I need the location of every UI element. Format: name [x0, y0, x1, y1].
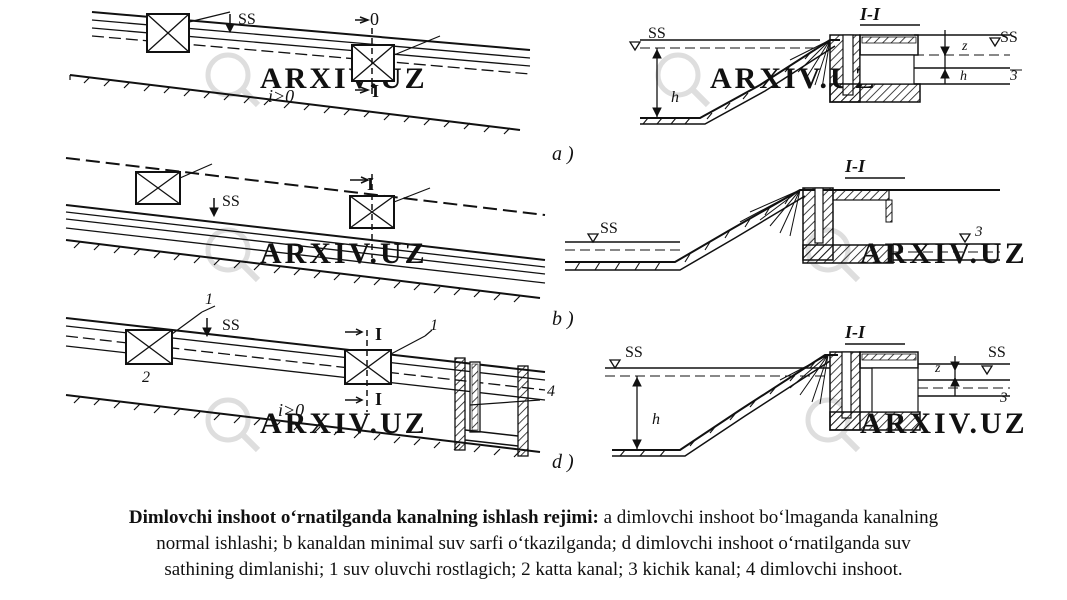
svg-text:1: 1 — [430, 317, 438, 334]
svg-text:h: h — [671, 89, 679, 106]
svg-text:I: I — [367, 174, 374, 194]
svg-text:0: 0 — [370, 9, 379, 29]
canal-diagram: ARXIV.UZ ARXIV.UZ ARXIV.UZ ARXIV.UZ ARXI… — [65, 4, 1025, 473]
caption-line-1: a dimlovchi inshoot bo‘lmaganda kanalnin… — [598, 507, 939, 528]
svg-text:h: h — [960, 69, 967, 84]
panel-d-plan — [65, 305, 546, 458]
svg-text:I-I: I-I — [859, 4, 881, 24]
svg-text:I: I — [372, 81, 379, 101]
svg-text:SS: SS — [222, 193, 240, 210]
svg-text:I: I — [375, 324, 382, 344]
svg-text:SS: SS — [1000, 29, 1018, 46]
svg-text:SS: SS — [625, 344, 643, 361]
svg-text:SS: SS — [648, 25, 666, 42]
caption-line-2: normal ishlashi; b kanaldan minimal suv … — [156, 533, 911, 554]
caption-line-3: sathining dimlanishi; 1 suv oluvchi rost… — [164, 559, 903, 580]
svg-text:1: 1 — [205, 291, 213, 308]
svg-text:I: I — [375, 389, 382, 409]
svg-text:i>0: i>0 — [278, 400, 304, 420]
svg-text:ARXIV.UZ: ARXIV.UZ — [260, 62, 428, 95]
panel-d-section — [605, 343, 1010, 457]
figure-caption: Dimlovchi inshoot o‘rnatilganda kanalnin… — [30, 505, 1037, 583]
panel-a-plan — [69, 11, 531, 135]
panel-b-section — [565, 177, 1000, 271]
svg-text:z: z — [934, 361, 941, 376]
svg-text:SS: SS — [222, 317, 240, 334]
svg-text:h: h — [652, 411, 660, 428]
svg-text:3: 3 — [1009, 68, 1018, 84]
svg-text:SS: SS — [238, 11, 256, 28]
svg-text:4: 4 — [547, 383, 555, 400]
panel-d-label: d ) — [552, 451, 574, 473]
panel-a-section — [628, 24, 1022, 125]
svg-text:z: z — [961, 39, 968, 54]
panel-a-label: a ) — [552, 143, 574, 165]
svg-text:I-I: I-I — [844, 322, 866, 342]
svg-text:3: 3 — [974, 224, 983, 240]
svg-text:2: 2 — [142, 369, 150, 386]
svg-text:i>0: i>0 — [268, 86, 294, 106]
svg-text:I-I: I-I — [844, 156, 866, 176]
svg-text:SS: SS — [600, 220, 618, 237]
panel-b-label: b ) — [552, 308, 574, 330]
caption-title: Dimlovchi inshoot o‘rnatilganda kanalnin… — [128, 507, 599, 528]
panel-b-plan — [65, 157, 546, 303]
svg-text:SS: SS — [988, 344, 1006, 361]
svg-text:3: 3 — [999, 390, 1008, 406]
